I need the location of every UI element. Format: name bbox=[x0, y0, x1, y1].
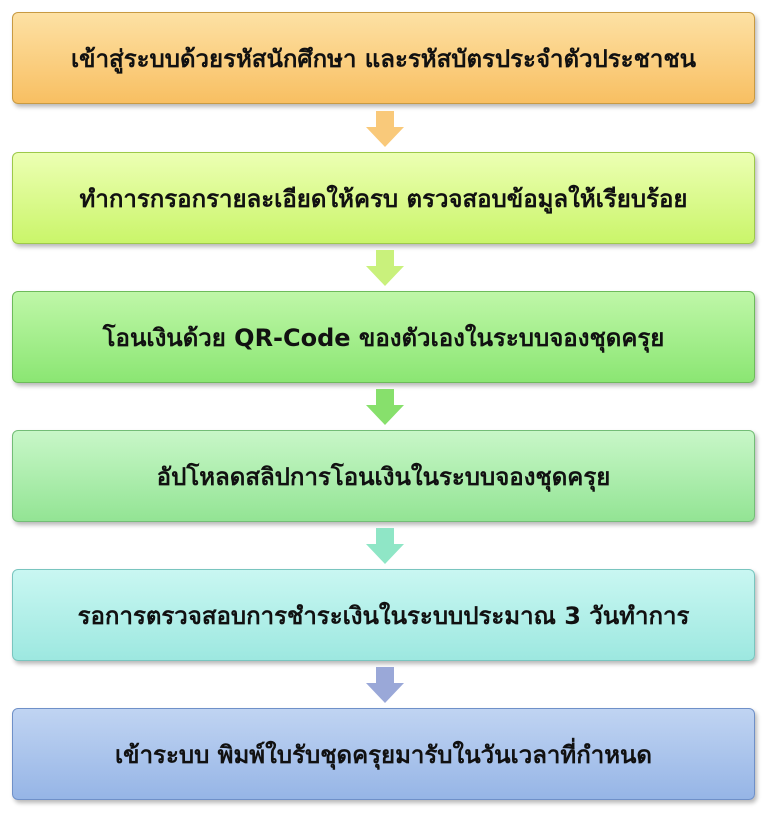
arrow-4-shape bbox=[366, 528, 404, 564]
step-1-login-box: เข้าสู่ระบบด้วยรหัสนักศึกษา และรหัสบัตรป… bbox=[12, 12, 755, 104]
step-5-wait-verification-box: รอการตรวจสอบการชำระเงินในระบบประมาณ 3 วั… bbox=[12, 569, 755, 661]
arrow-1-shape bbox=[366, 111, 404, 147]
step-4-label: อัปโหลดสลิปการโอนเงินในระบบจองชุดครุย bbox=[156, 462, 611, 491]
step-4-upload-slip-box: อัปโหลดสลิปการโอนเงินในระบบจองชุดครุย bbox=[12, 430, 755, 522]
arrow-2-down-icon bbox=[366, 250, 404, 286]
arrow-3-shape bbox=[366, 389, 404, 425]
step-2-label: ทำการกรอกรายละเอียดให้ครบ ตรวจสอบข้อมูลใ… bbox=[79, 184, 688, 213]
arrow-4-down-icon bbox=[366, 528, 404, 564]
arrow-5-shape bbox=[366, 667, 404, 703]
step-3-transfer-qr-box: โอนเงินด้วย QR-Code ของตัวเองในระบบจองชุ… bbox=[12, 291, 755, 383]
step-5-label: รอการตรวจสอบการชำระเงินในระบบประมาณ 3 วั… bbox=[77, 601, 690, 630]
step-3-label: โอนเงินด้วย QR-Code ของตัวเองในระบบจองชุ… bbox=[102, 323, 665, 352]
arrow-5-down-icon bbox=[366, 667, 404, 703]
arrow-1-down-icon bbox=[366, 111, 404, 147]
step-6-label: เข้าระบบ พิมพ์ใบรับชุดครุยมารับในวันเวลา… bbox=[114, 740, 653, 769]
step-1-label: เข้าสู่ระบบด้วยรหัสนักศึกษา และรหัสบัตรป… bbox=[70, 44, 697, 73]
step-6-print-receipt-box: เข้าระบบ พิมพ์ใบรับชุดครุยมารับในวันเวลา… bbox=[12, 708, 755, 800]
arrow-3-down-icon bbox=[366, 389, 404, 425]
step-2-fill-details-box: ทำการกรอกรายละเอียดให้ครบ ตรวจสอบข้อมูลใ… bbox=[12, 152, 755, 244]
arrow-2-shape bbox=[366, 250, 404, 286]
